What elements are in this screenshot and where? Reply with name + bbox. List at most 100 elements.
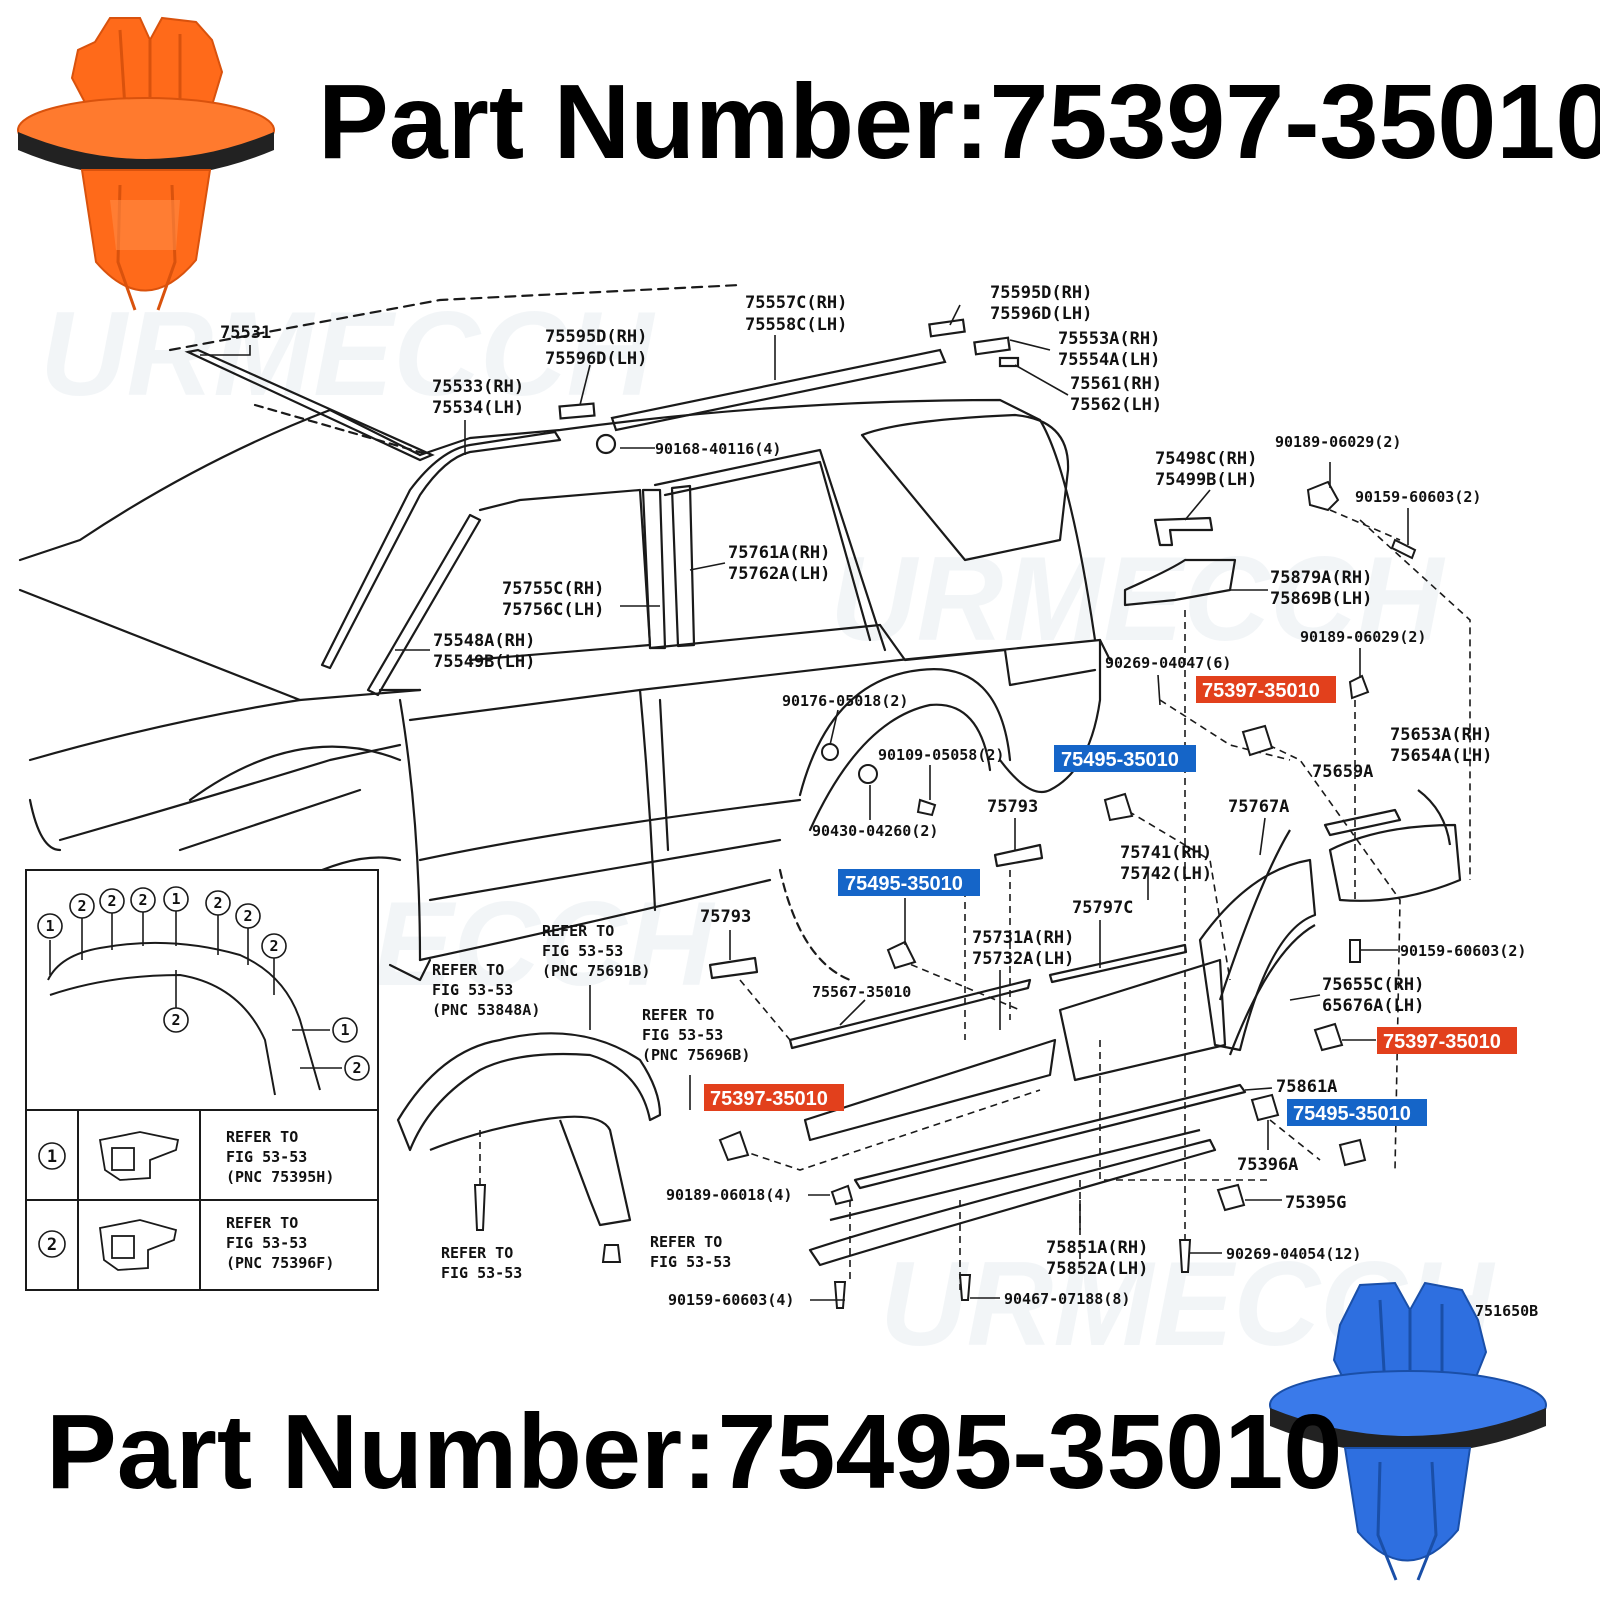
part-callout: 75755C(RH) [502,579,604,599]
highlight-tag-text: 75397-35010 [1383,1031,1501,1053]
part-callout: 75561(RH) [1070,374,1162,394]
part-callout: 75548A(RH) [433,631,535,651]
roof-moldings [184,318,1020,462]
inset-marker: 2 [243,907,252,925]
part-callout: 75395G [1285,1193,1346,1213]
inset-marker: 2 [352,1059,361,1077]
inset-marker: 2 [138,891,147,909]
part-callout: 90430-04260(2) [812,822,938,840]
part-callout: 75558C(LH) [745,315,847,335]
part-callout: 65676A(LH) [1322,996,1424,1016]
highlight-tag: 75397-35010 [704,1084,844,1111]
refer-note-line: REFER TO [650,1233,722,1251]
assembly-lines [479,509,1471,1290]
watermark-text: URMECCH [40,287,656,421]
part-callout: 75595D(RH) [990,283,1092,303]
part-callout: 75549B(LH) [433,652,535,672]
part-callout: 75793 [987,797,1038,817]
part-callout: 75553A(RH) [1058,329,1160,349]
leader-lines [200,304,1409,1301]
part-callout: 75797C [1072,898,1133,918]
part-callout: 75654A(LH) [1390,746,1492,766]
highlight-tag: 75495-35010 [1054,745,1196,772]
part-callout: 75655C(RH) [1322,975,1424,995]
part-callout: 75595D(RH) [545,327,647,347]
part-callout: 75761A(RH) [728,543,830,563]
vehicle-line-art [18,283,1112,982]
refer-note-line: REFER TO [432,961,504,979]
refer-note-line: FIG 53-53 [542,942,623,960]
part-callout: 90168-40116(4) [655,440,781,458]
refer-note: REFER TO FIG 53-53 [650,1233,731,1271]
fasteners [473,480,1417,1309]
inset-row-line: (PNC 75395H) [226,1168,334,1186]
part-callout: 75562(LH) [1070,395,1162,415]
highlight-tag: 75495-35010 [1287,1099,1427,1126]
highlight-tag: 75397-35010 [1377,1027,1517,1054]
refer-note-line: REFER TO [441,1244,513,1262]
part-callout: 75793 [700,907,751,927]
part-callout: 75567-35010 [812,983,911,1001]
part-callouts: 75531 75557C(RH) 75558C(LH) 75595D(RH) 7… [220,283,1538,1320]
refer-note-line: FIG 53-53 [650,1253,731,1271]
part-callout: 90269-04047(6) [1105,654,1231,672]
watermark-text: URMECCH [830,532,1446,666]
part-callout: 75396A [1237,1155,1298,1175]
part-callout: 75498C(RH) [1155,449,1257,469]
highlight-tag-text: 75495-35010 [1061,749,1179,771]
part-callout: 75762A(LH) [728,564,830,584]
refer-note-line: REFER TO [542,922,614,940]
part-callout: 90189-06029(2) [1300,628,1426,646]
refer-note-line: (PNC 75696B) [642,1046,750,1064]
part-callout: 75767A [1228,797,1289,817]
part-callout: 75731A(RH) [972,928,1074,948]
part-callout: 75659A [1312,762,1373,782]
refer-note-line: (PNC 53848A) [432,1001,540,1019]
inset-row-key: 2 [47,1235,57,1255]
refer-note-line: FIG 53-53 [642,1026,723,1044]
inset-marker: 2 [269,937,278,955]
part-callout: 75653A(RH) [1390,725,1492,745]
highlight-tag-text: 75397-35010 [1202,680,1320,702]
part-callout: 75557C(RH) [745,293,847,313]
part-callout: 90159-60603(2) [1355,488,1481,506]
part-callout: 75596D(LH) [545,349,647,369]
refer-note-line: REFER TO [642,1006,714,1024]
highlight-tag: 75495-35010 [838,869,980,896]
refer-note-line: (PNC 75691B) [542,962,650,980]
part-callout: 90467-07188(8) [1004,1290,1130,1308]
refer-note: REFER TO FIG 53-53 (PNC 75691B) [542,922,650,980]
part-callout: 75533(RH) [432,377,524,397]
inset-marker: 1 [45,917,54,935]
part-callout: 75756C(LH) [502,600,604,620]
highlight-tag-text: 75495-35010 [845,873,963,895]
inset-marker: 2 [107,892,116,910]
inset-marker: 2 [213,894,222,912]
part-callout: 75732A(LH) [972,949,1074,969]
part-callout: 75852A(LH) [1046,1259,1148,1279]
inset-legend: 1 2 2 2 1 2 2 2 2 1 2 1 2 REFER TO [25,869,379,1291]
refer-note-line: FIG 53-53 [441,1264,522,1282]
part-number-headline-top: Part Number:75397-35010 [318,63,1600,181]
refer-note: REFER TO FIG 53-53 [441,1244,522,1282]
part-callout: 90159-60603(4) [668,1291,794,1309]
highlight-tag-text: 75397-35010 [710,1088,828,1110]
blue-push-clip-icon [1269,1281,1547,1581]
part-callout: 75596D(LH) [990,304,1092,324]
refer-note: REFER TO FIG 53-53 (PNC 53848A) [432,961,540,1019]
inset-row-line: REFER TO [226,1128,298,1146]
part-callout: 751650B [1475,1302,1538,1320]
highlight-tag-text: 75495-35010 [1293,1103,1411,1125]
highlight-tag: 75397-35010 [1196,676,1336,703]
part-number-headline-bottom: Part Number:75495-35010 [46,1393,1343,1511]
inset-row-line: FIG 53-53 [226,1234,307,1252]
inset-row-key: 1 [47,1147,57,1167]
part-callout: 75531 [220,323,271,343]
clip-sketch-icon [98,1131,180,1271]
inset-marker: 1 [171,890,180,908]
refer-note: REFER TO FIG 53-53 (PNC 75696B) [642,1006,750,1064]
part-callout: 90189-06029(2) [1275,433,1401,451]
part-callout: 75554A(LH) [1058,350,1160,370]
